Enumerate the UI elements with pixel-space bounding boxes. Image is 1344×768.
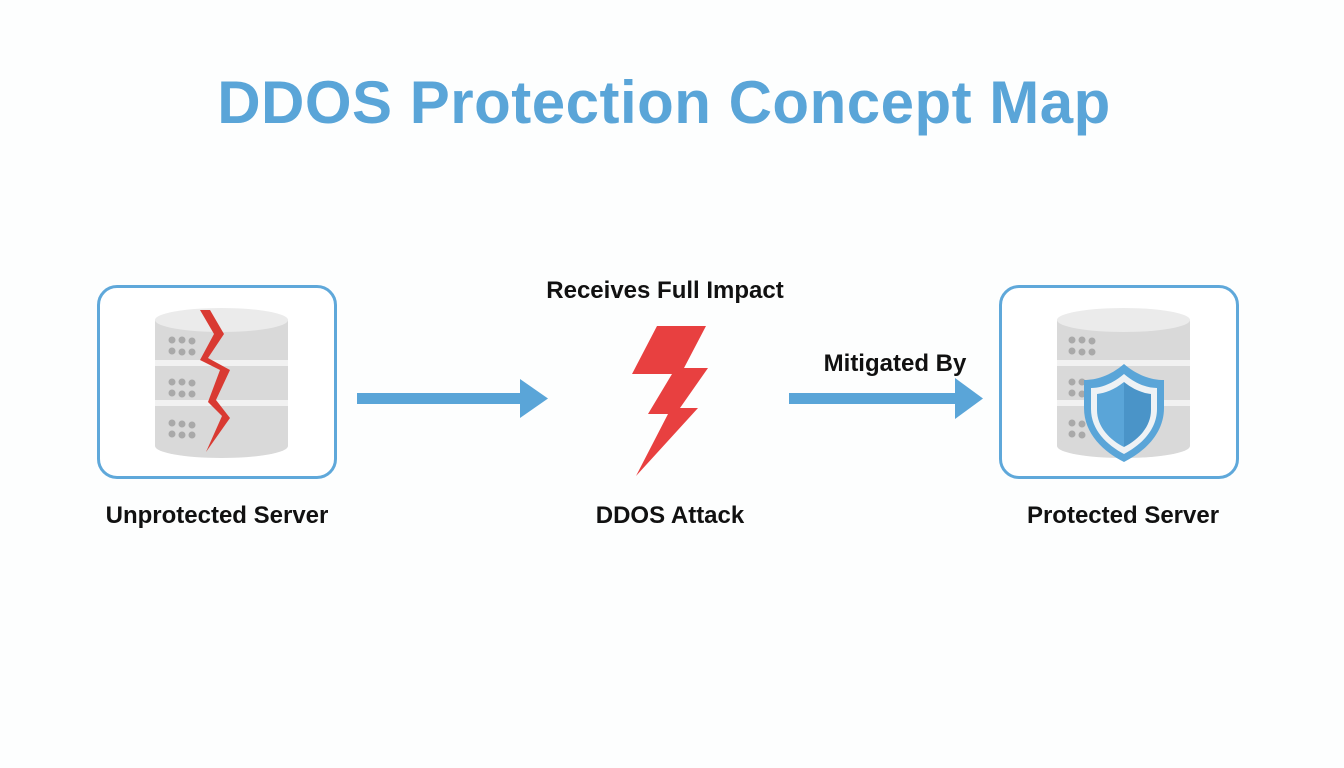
protected-server-node bbox=[999, 285, 1239, 479]
shield-icon bbox=[1084, 364, 1164, 462]
page-title: DDOS Protection Concept Map bbox=[217, 69, 1111, 136]
protected-server-label: Protected Server bbox=[1026, 502, 1220, 529]
lightning-bolt-icon bbox=[632, 326, 708, 476]
crack-mark bbox=[200, 310, 230, 452]
edge-label-receives-full-impact: Receives Full Impact bbox=[546, 277, 784, 304]
unprotected-server-label: Unprotected Server bbox=[105, 502, 329, 529]
cracked-server-icon bbox=[155, 308, 288, 458]
shielded-server-icon bbox=[1057, 308, 1190, 462]
arrow-attack-to-protected bbox=[789, 378, 983, 419]
arrow-unprotected-to-attack bbox=[357, 379, 548, 418]
unprotected-server-node bbox=[97, 285, 337, 479]
edge-label-mitigated-by: Mitigated By bbox=[823, 350, 967, 377]
ddos-attack-label: DDOS Attack bbox=[595, 502, 745, 529]
